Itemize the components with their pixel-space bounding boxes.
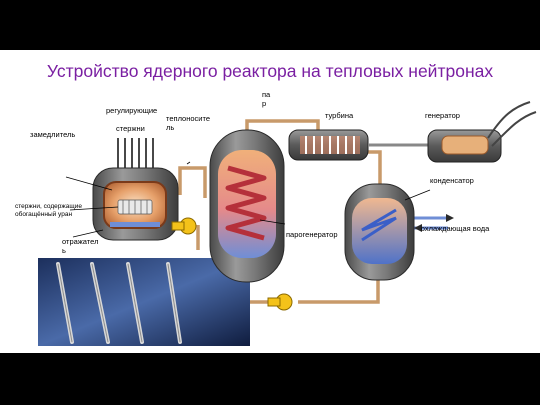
arrow-left-icon [414,224,422,232]
label-turbine: турбина [325,111,354,120]
leader-lines [65,161,431,238]
reactor [92,138,179,241]
reactor-diagram [38,101,537,346]
label-coolant: теплоноситель [166,114,210,132]
label-regulating-rods: регулирующие [106,106,158,115]
pump-2-icon [267,293,293,311]
pumps [171,217,293,311]
generator-rotor [441,135,489,155]
reactor-to-sg-pipe [178,166,207,198]
label-steam-generator: парогенератор [286,230,338,239]
power-cable-1 [487,101,531,139]
label-condenser: конденсатор [430,176,474,185]
label-cooling-water: охлаждающая вода [420,224,490,233]
pump-1-icon [171,217,197,235]
condenser-inner [352,198,407,264]
power-cable-2 [491,111,537,147]
fuel-assembly [117,199,153,215]
fuel-rods-photo [38,258,250,346]
arrow-right-icon [446,214,454,222]
turbine-to-condenser-pipe [364,150,382,184]
label-rods: стержни [116,124,145,133]
generator [427,101,537,163]
pump-to-condenser-pipe [298,278,380,304]
cooling-water-arrows [414,214,454,232]
turbine-blades [305,136,355,154]
label-moderator: замедлитель [30,130,76,139]
steam-generator [209,129,285,283]
reactor-inner-band [110,222,160,227]
slide-title: Устройство ядерного реактора на тепловых… [46,61,494,81]
slide: Устройство ядерного реактора на тепловых… [0,50,540,353]
heating-coil [225,165,267,241]
label-steam: пар [262,90,271,108]
label-fuel-rods: стержни, содержащие обогащённый уран [15,203,82,218]
cooling-coil [361,208,397,242]
label-generator: генератор [425,111,460,120]
condenser [344,183,415,281]
label-reflector: отражатель [62,237,99,255]
turbine [288,129,432,161]
